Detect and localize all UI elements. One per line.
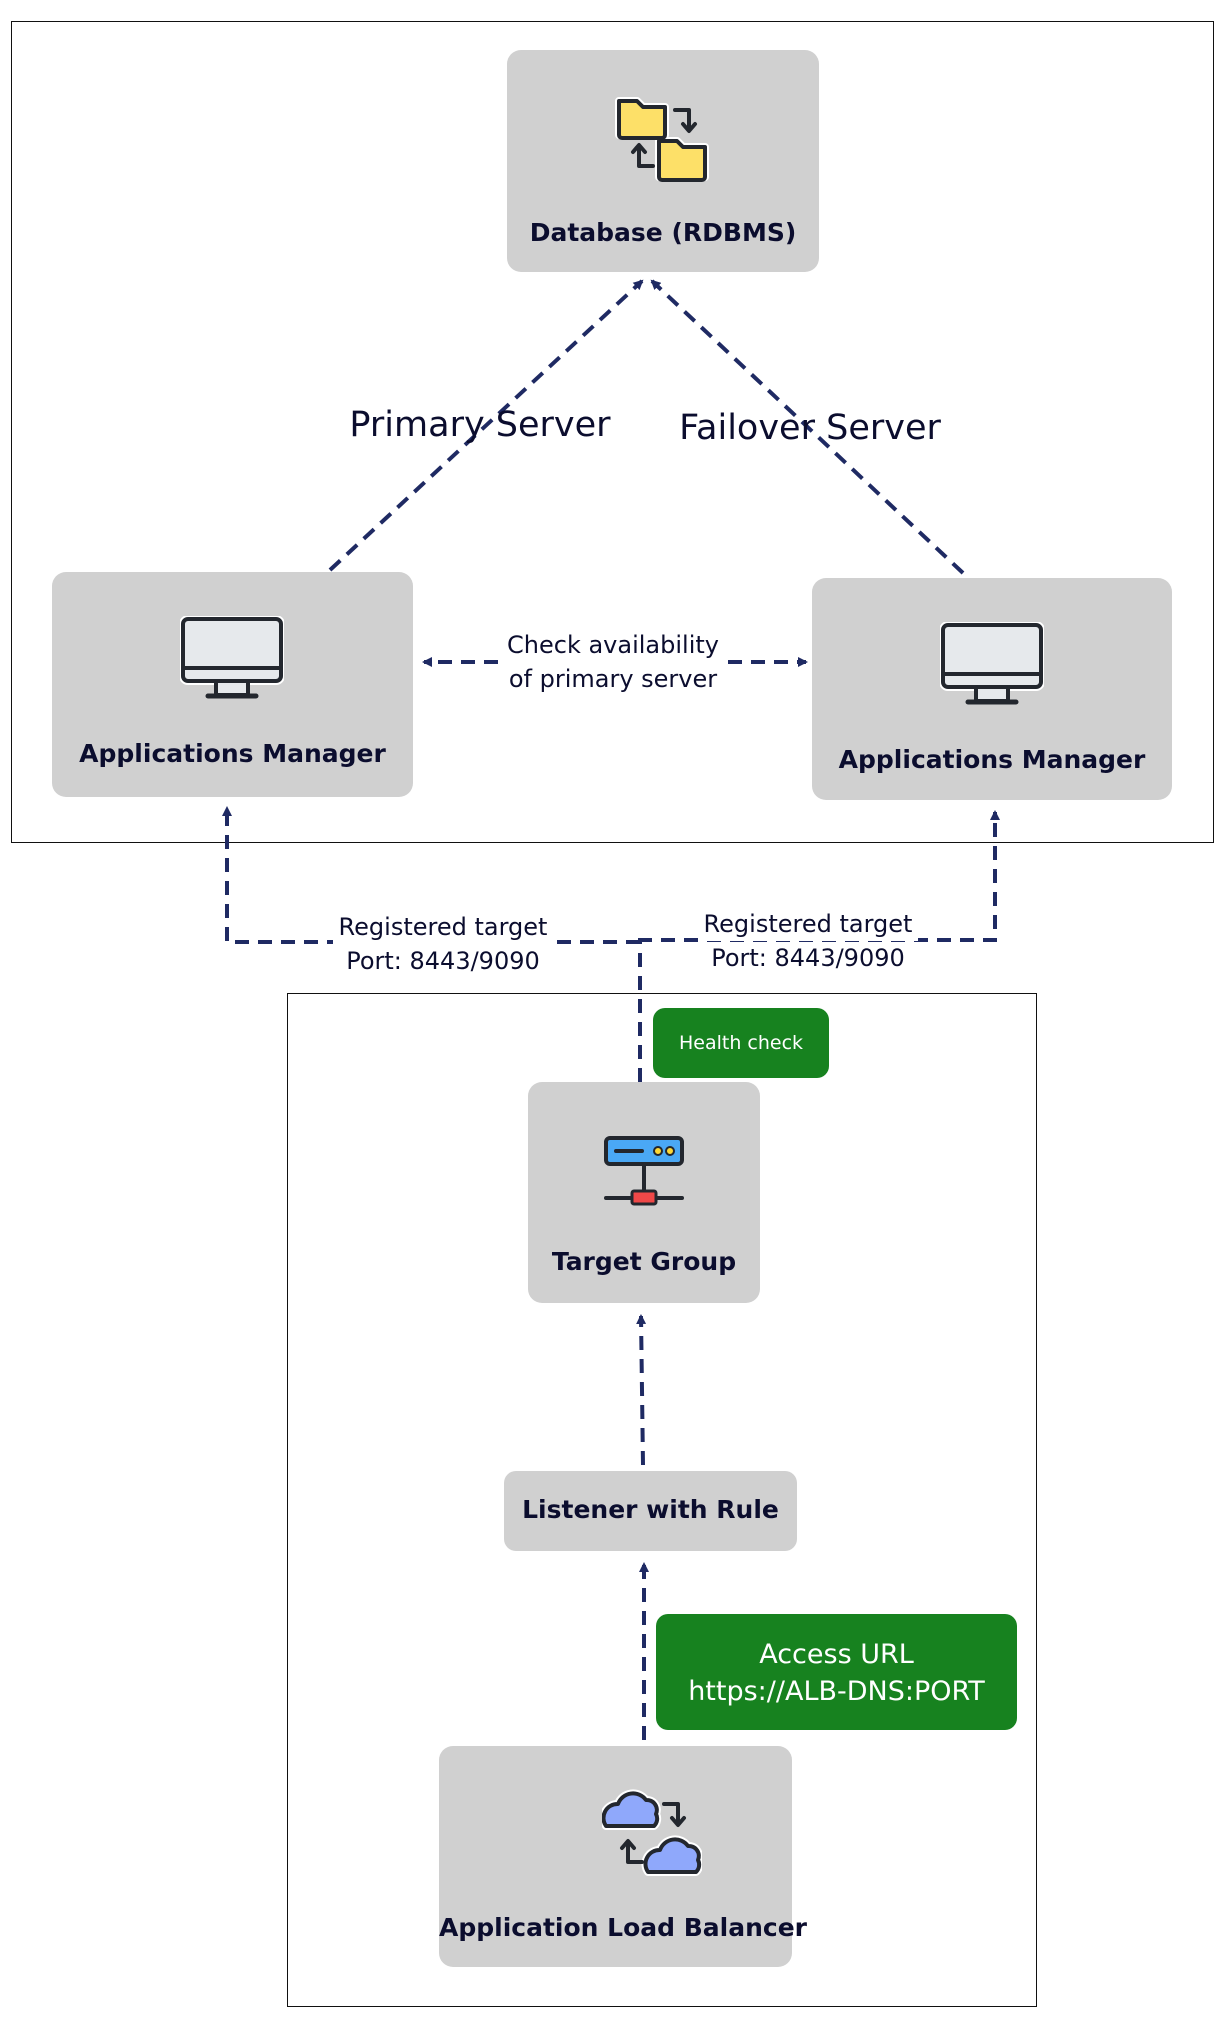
primary-server-label: Primary Server [349,405,611,445]
listener-to-tg-connector [636,1314,647,1466]
health-check-badge: Health check [653,1008,829,1078]
load-balancer-frame [287,993,1037,2007]
target-group-label: Target Group [551,1247,737,1276]
alb-label: Application Load Balancer [439,1913,808,1942]
monitor-icon [180,616,284,699]
registered-target-left-label: Registered target Port: 8443/9090 [318,910,568,978]
reg-right-line-1: Registered target [697,907,919,941]
reg-left-line-2: Port: 8443/9090 [346,947,540,975]
app-manager-primary-label: Applications Manager [79,739,386,768]
listener-node[interactable]: Listener with Rule [504,1471,797,1551]
registered-target-right-label: Registered target Port: 8443/9090 [683,907,933,975]
database-label: Database (RDBMS) [529,218,797,247]
access-url-value: https://ALB-DNS:PORT [688,1676,985,1707]
reg-left-line-1: Registered target [332,910,554,944]
listener-label: Listener with Rule [522,1495,779,1524]
app-manager-primary-node[interactable]: Applications Manager [52,572,413,797]
failover-to-db-connector [650,279,965,575]
monitor-icon [940,622,1044,705]
reg-right-line-2: Port: 8443/9090 [711,944,905,972]
database-node[interactable]: Database (RDBMS) [507,50,819,272]
cloud-sync-icon [602,1789,702,1876]
target-group-node[interactable]: Target Group [528,1082,760,1303]
access-url-badge: Access URL https://ALB-DNS:PORT [656,1614,1017,1730]
app-manager-failover-label: Applications Manager [838,745,1146,774]
alb-node[interactable]: Application Load Balancer [439,1746,808,1967]
folder-sync-icon [615,97,709,182]
check-availability-label: Check availability of primary server [498,628,728,696]
network-server-icon [604,1136,684,1206]
check-line-2: of primary server [508,665,718,693]
failover-server-label: Failover Server [679,408,941,448]
app-cluster-frame [11,21,1214,843]
register-right-connector [638,810,1000,942]
app-manager-failover-node[interactable]: Applications Manager [812,578,1172,800]
check-line-1: Check availability [507,631,719,659]
access-url-title: Access URL [759,1639,914,1670]
primary-to-db-connector [328,279,644,572]
